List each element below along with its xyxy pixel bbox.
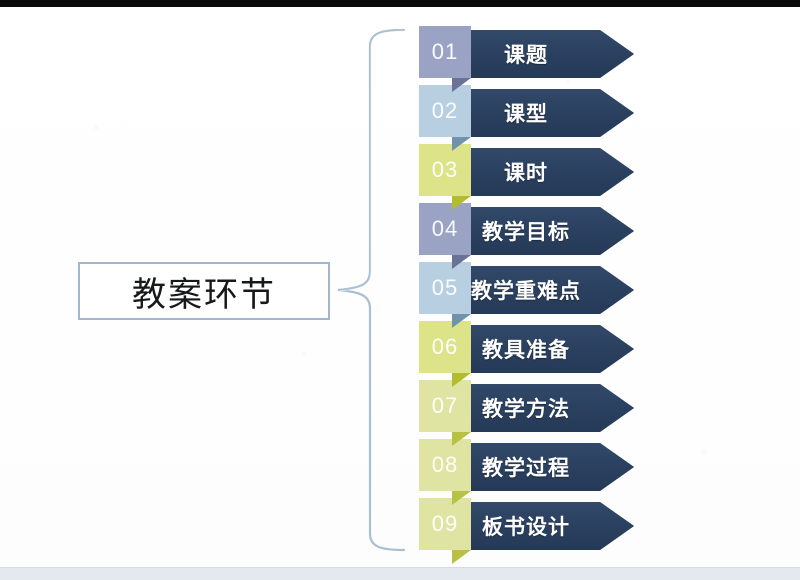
step-number: 05 bbox=[431, 275, 459, 300]
page-title: 教案环节 bbox=[132, 274, 276, 315]
step-number: 08 bbox=[431, 452, 459, 477]
step-label: 教具准备 bbox=[482, 338, 570, 362]
step-number: 03 bbox=[431, 157, 459, 182]
arrow-fill bbox=[452, 30, 634, 78]
step-arrow-01[interactable]: 课题 bbox=[452, 30, 634, 78]
step-row[interactable]: 教学重难点 05 bbox=[0, 262, 800, 328]
step-row[interactable]: 课题 01 bbox=[0, 26, 800, 92]
arrow-fill bbox=[452, 89, 634, 137]
step-row[interactable]: 教学过程 08 bbox=[0, 439, 800, 505]
step-label: 课题 bbox=[504, 43, 548, 67]
step-row[interactable]: 课型 02 bbox=[0, 85, 800, 151]
step-number-box-02[interactable]: 02 bbox=[419, 85, 471, 137]
step-arrow-02[interactable]: 课型 bbox=[452, 89, 634, 137]
step-arrow-07[interactable]: 教学方法 bbox=[452, 384, 634, 432]
step-label: 课时 bbox=[504, 161, 548, 185]
step-row[interactable]: 教学方法 07 bbox=[0, 380, 800, 446]
step-arrow-03[interactable]: 课时 bbox=[452, 148, 634, 196]
step-number-box-08[interactable]: 08 bbox=[419, 439, 471, 491]
arrow-fill bbox=[452, 148, 634, 196]
arrow-fill bbox=[452, 443, 634, 491]
step-number-box-03[interactable]: 03 bbox=[419, 144, 471, 196]
step-arrow-09[interactable]: 板书设计 bbox=[452, 502, 634, 550]
arrow-fill bbox=[452, 325, 634, 373]
step-number: 09 bbox=[431, 511, 459, 536]
step-row[interactable]: 教具准备 06 bbox=[0, 321, 800, 387]
step-arrow-05[interactable]: 教学重难点 bbox=[452, 266, 634, 314]
step-arrow-04[interactable]: 教学目标 bbox=[452, 207, 634, 255]
bottom-strip bbox=[0, 567, 800, 580]
top-black-bar bbox=[0, 0, 800, 7]
step-number: 07 bbox=[431, 393, 459, 418]
step-number-box-09[interactable]: 09 bbox=[419, 498, 471, 550]
step-number-box-01[interactable]: 01 bbox=[419, 26, 471, 78]
step-label: 教学方法 bbox=[482, 397, 570, 421]
step-number-box-07[interactable]: 07 bbox=[419, 380, 471, 432]
step-label: 板书设计 bbox=[482, 515, 570, 539]
step-label: 教学目标 bbox=[482, 220, 570, 244]
arrow-fill bbox=[452, 266, 634, 314]
step-number: 06 bbox=[431, 334, 459, 359]
step-row[interactable]: 板书设计 09 bbox=[0, 498, 800, 564]
diagram-title-box: 教案环节 bbox=[78, 262, 330, 320]
arrow-fill bbox=[452, 207, 634, 255]
step-arrow-08[interactable]: 教学过程 bbox=[452, 443, 634, 491]
step-row[interactable]: 课时 03 bbox=[0, 144, 800, 210]
step-number-box-05[interactable]: 05 bbox=[419, 262, 471, 314]
step-number-box-06[interactable]: 06 bbox=[419, 321, 471, 373]
step-number: 02 bbox=[431, 98, 459, 123]
bracket-icon bbox=[337, 28, 406, 552]
step-fold-triangle bbox=[452, 550, 471, 564]
step-label: 教学过程 bbox=[482, 456, 570, 480]
step-number: 01 bbox=[431, 39, 459, 64]
step-label: 课型 bbox=[504, 102, 548, 126]
step-arrow-06[interactable]: 教具准备 bbox=[452, 325, 634, 373]
step-row[interactable]: 教学目标 04 bbox=[0, 203, 800, 269]
bracket-connector bbox=[336, 26, 406, 554]
arrow-fill bbox=[452, 502, 634, 550]
arrow-fill bbox=[452, 384, 634, 432]
step-number-box-04[interactable]: 04 bbox=[419, 203, 471, 255]
step-number: 04 bbox=[431, 216, 459, 241]
step-label: 教学重难点 bbox=[471, 279, 581, 303]
